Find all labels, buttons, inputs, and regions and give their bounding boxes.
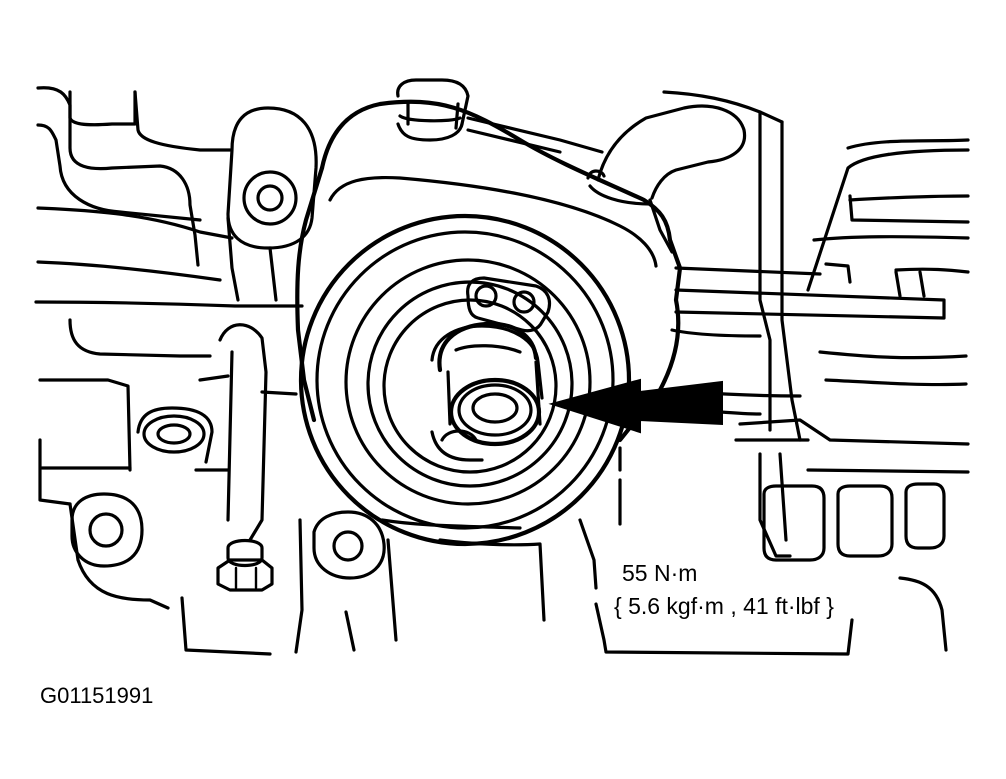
mounting-lug-upper	[226, 106, 318, 302]
coolant-hose-top	[396, 78, 604, 154]
figure-id: G01151991	[40, 683, 154, 708]
bolt-boss-bottom	[312, 510, 386, 580]
torque-value-nm: 55 N·m	[622, 560, 698, 586]
mounting-lug-lower-left	[70, 492, 144, 568]
bracket-two-holes	[466, 276, 552, 333]
torque-value-imperial: { 5.6 kgf·m , 41 ft·lbf }	[614, 593, 834, 619]
engine-block-right	[662, 90, 970, 558]
pointer-arrow	[548, 378, 723, 434]
bolt-head	[216, 538, 274, 592]
callout-leader	[594, 446, 948, 656]
housing-ribs-right	[762, 482, 946, 562]
o-ring	[448, 377, 542, 447]
oil-cooler-body	[295, 99, 683, 547]
coolant-hose-right	[586, 104, 747, 254]
engine-block-left	[34, 86, 304, 656]
bolt-boss-left	[136, 406, 214, 464]
cooler-center-spigot	[430, 321, 544, 462]
coolant-pipe-left	[194, 323, 298, 542]
